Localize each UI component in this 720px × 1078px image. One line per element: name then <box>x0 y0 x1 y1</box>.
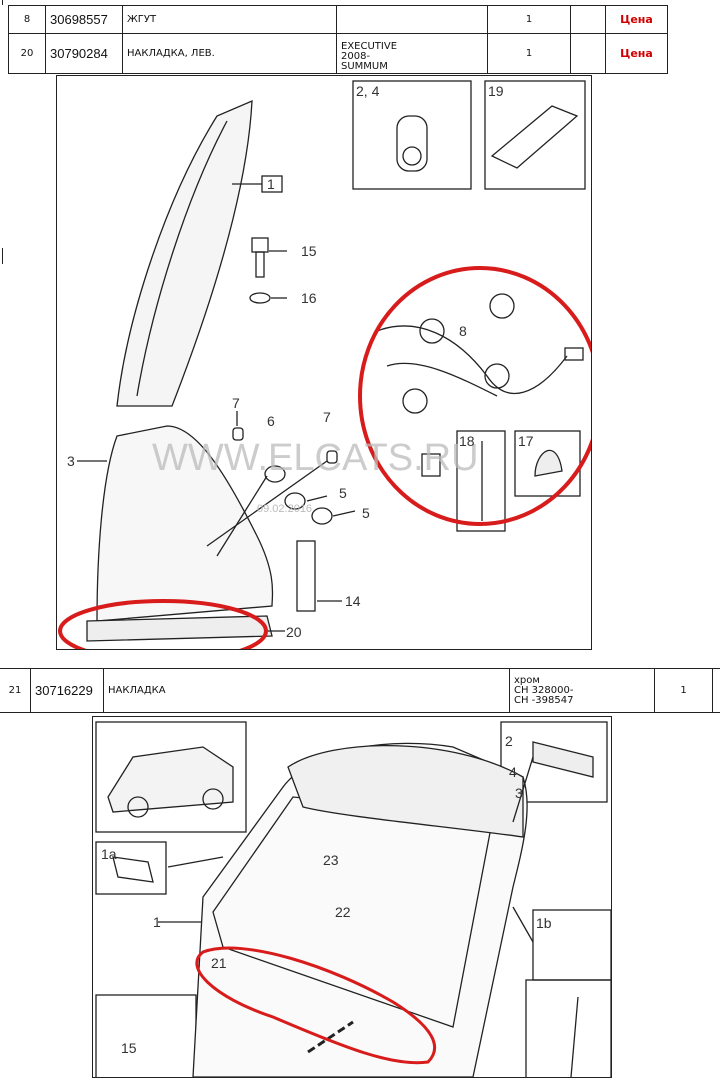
callout-label: 21 <box>211 955 227 971</box>
note-cell: EXECUTIVE 2008- SUMMUM <box>337 34 488 74</box>
callout-label: 5 <box>339 485 347 501</box>
extra-cell <box>571 6 606 34</box>
pos-cell: 8 <box>9 6 46 34</box>
callout-label: 2 <box>505 733 513 749</box>
part-name-cell: ЖГУТ <box>123 6 337 34</box>
callout-label: 5 <box>362 505 370 521</box>
callout-label: 22 <box>335 904 351 920</box>
note-cell <box>337 6 488 34</box>
parts-table-middle: 21 30716229 НАКЛАДКА хром CH 328000- CH … <box>0 668 720 713</box>
callout-label: 15 <box>121 1040 137 1056</box>
note-line: CH 328000- <box>514 686 650 696</box>
callout-label: 1 <box>267 176 275 192</box>
callout-label: 8 <box>459 323 467 339</box>
callout-label: 15 <box>301 243 317 259</box>
date-stamp: 09.02.2016 <box>257 503 312 515</box>
part-number-cell[interactable]: 30790284 <box>46 34 123 74</box>
note-line: EXECUTIVE <box>341 42 483 52</box>
callout-label: 14 <box>345 593 361 609</box>
inset-label: 2, 4 <box>356 83 380 99</box>
callout-label: 1 <box>153 914 161 930</box>
note-line: CH -398547 <box>514 696 650 706</box>
table-row: 8 30698557 ЖГУТ 1 Цена <box>9 6 668 34</box>
part-number-cell[interactable]: 30716229 <box>31 669 104 713</box>
pos-cell: 21 <box>0 669 31 713</box>
callout-label: 4 <box>509 764 517 780</box>
watermark: WWW.ELCATS.RU <box>152 437 479 479</box>
part-number-cell[interactable]: 30698557 <box>46 6 123 34</box>
qty-cell: 1 <box>488 34 571 74</box>
note-cell: хром CH 328000- CH -398547 <box>510 669 655 713</box>
extra-cell <box>713 669 720 713</box>
callout-label: 3 <box>515 785 523 801</box>
table-row: 21 30716229 НАКЛАДКА хром CH 328000- CH … <box>0 669 720 713</box>
note-line: SUMMUM <box>341 62 483 72</box>
callout-label: 7 <box>232 395 240 411</box>
callout-label: 16 <box>301 290 317 306</box>
callout-label: 23 <box>323 852 339 868</box>
callout-label: 7 <box>323 409 331 425</box>
inset-label: 17 <box>518 433 534 449</box>
callout-label: 20 <box>286 624 302 640</box>
part-name-cell: НАКЛАДКА <box>104 669 510 713</box>
price-link[interactable]: Цена <box>606 6 668 34</box>
parts-table-top: 8 30698557 ЖГУТ 1 Цена 20 30790284 НАКЛА… <box>8 5 668 74</box>
qty-cell: 1 <box>655 669 713 713</box>
note-line: хром <box>514 676 650 686</box>
parts-diagram-tail-light: WWW.ELCATS.RU 09.02.2016 1 15 16 3 7 6 7… <box>56 75 592 650</box>
parts-diagram-tailgate: 2 4 3 1a 23 22 1 1b 21 15 <box>92 716 612 1078</box>
qty-cell: 1 <box>488 6 571 34</box>
page-edge-mark <box>2 248 3 264</box>
callout-label: 3 <box>67 453 75 469</box>
extra-cell <box>571 34 606 74</box>
inset-label: 19 <box>488 83 504 99</box>
callout-label: 1b <box>536 915 552 931</box>
table-row: 20 30790284 НАКЛАДКА, ЛЕВ. EXECUTIVE 200… <box>9 34 668 74</box>
callout-label: 1a <box>101 846 117 862</box>
pos-cell: 20 <box>9 34 46 74</box>
page-edge-mark <box>2 0 3 5</box>
inset-label: 18 <box>459 433 475 449</box>
price-link[interactable]: Цена <box>606 34 668 74</box>
note-line: 2008- <box>341 52 483 62</box>
callout-label: 6 <box>267 413 275 429</box>
part-name-cell: НАКЛАДКА, ЛЕВ. <box>123 34 337 74</box>
lamp-upper-shape <box>117 101 252 406</box>
highlight-circle <box>360 268 591 524</box>
